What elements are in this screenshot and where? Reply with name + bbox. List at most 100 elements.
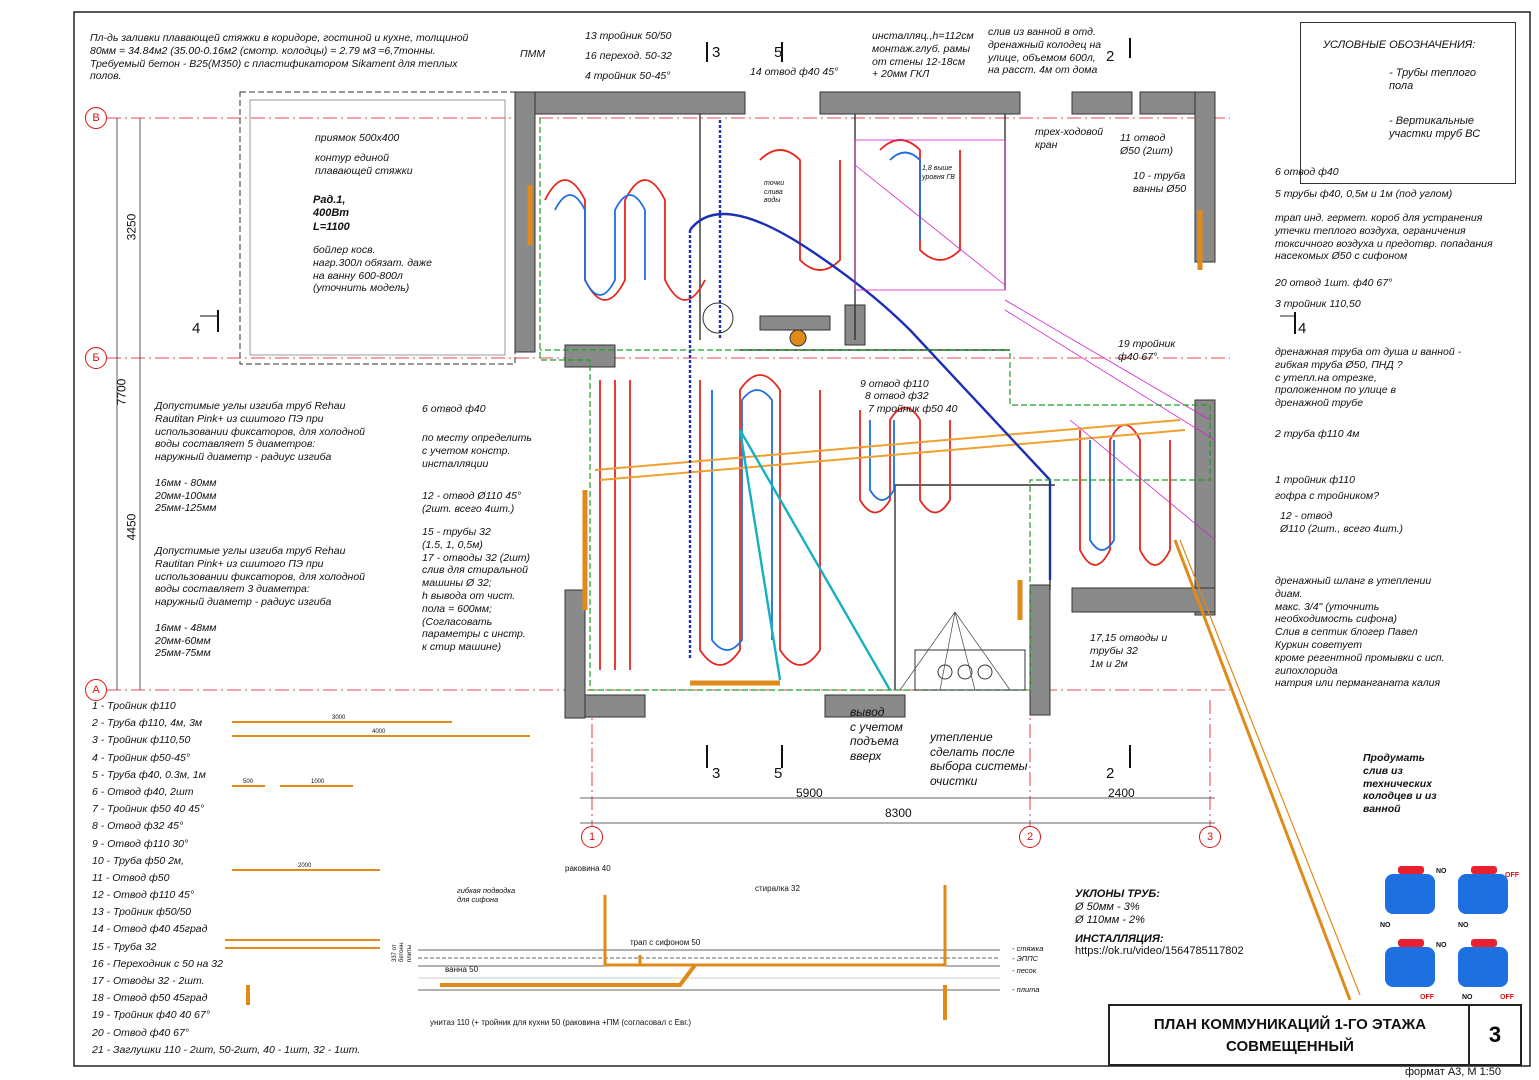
- callout-1: 1 тройник ф110: [1275, 474, 1355, 486]
- parts-list-item: 3 - Тройник ф110,50: [92, 734, 191, 747]
- callout-15: 15 - трубы 32 (1.5, 1, 0,5м) 17 - отводы…: [422, 526, 531, 654]
- callout-2: 2 труба ф110 4м: [1275, 428, 1360, 440]
- cut-2-top: 2: [1106, 48, 1115, 65]
- parts-list-item: 21 - Заглушки 110 - 2шт, 50-2шт, 40 - 1ш…: [92, 1043, 361, 1056]
- cut-5-top: 5: [774, 44, 783, 61]
- callout-19: 19 тройник ф40 67°: [1118, 338, 1176, 363]
- callout-12-left: 12 - отвод Ø110 45° (2шт. всего 4шт.): [422, 490, 522, 515]
- callout-6-left: 6 отвод ф40: [422, 403, 486, 415]
- parts-list-item: 18 - Отвод ф50 45град: [92, 992, 208, 1005]
- layer-slab: - плита: [1012, 985, 1040, 994]
- section-h337: 337 от бетонн. плиты: [392, 941, 413, 962]
- layer-epps: - ЭППС: [1012, 954, 1039, 963]
- callout-9: 9 отвод ф110: [860, 378, 929, 390]
- parts-list-item: 13 - Тройник ф50/50: [92, 906, 192, 919]
- callout-12-right: 12 - отвод Ø110 (2шт., всего 4шт.): [1280, 510, 1404, 535]
- callout-trap: трап инд. гермет. короб для устранения у…: [1275, 212, 1493, 263]
- callout-boiler: бойлер косв. нагр.300л обязат. даже на в…: [313, 244, 432, 295]
- callout-10: 10 - труба ванны Ø50: [1133, 170, 1187, 195]
- section-flex: гибкая подводка для сифона: [457, 886, 516, 905]
- cut-4-right: 4: [1298, 320, 1307, 337]
- callout-7: 7 тройник ф50 40: [868, 403, 958, 415]
- boiler-room-box: [914, 649, 1026, 691]
- valve-handle-icon: [1471, 939, 1497, 947]
- section-trap: трап с сифоном 50: [630, 938, 701, 947]
- screed-contour: [539, 118, 1211, 691]
- dimension-lines: [116, 118, 1215, 824]
- part-dim-p10: 2000: [298, 863, 312, 869]
- label-gv-level: 1,8 выше уровня ГВ: [922, 165, 955, 181]
- bend-note-b: Допустимые углы изгиба труб Rehau Rautit…: [155, 545, 366, 660]
- label-holodilnik: ХОЛ. НИК: [553, 128, 576, 151]
- callout-6-right: 6 отвод ф40: [1275, 166, 1339, 178]
- valve-icon: [1458, 947, 1508, 987]
- terrace-inner: [249, 99, 506, 356]
- parts-list-item: 20 - Отвод ф40 67°: [92, 1026, 189, 1039]
- cut-2-bottom: 2: [1106, 765, 1115, 782]
- parts-list-item: 9 - Отвод ф110 30°: [92, 837, 189, 850]
- grid-col-3: 3: [1199, 826, 1221, 848]
- part-dim-p2a: 3000: [332, 715, 346, 721]
- valve-handle-icon: [1398, 939, 1424, 947]
- valve-off-3: OFF: [1500, 994, 1514, 1001]
- stair: [899, 611, 1011, 691]
- part-dim-p5b: 1000: [311, 779, 325, 785]
- callout-3way-valve: трех-ходовой кран: [1035, 126, 1104, 151]
- valve-off-1: OFF: [1505, 872, 1519, 879]
- grid-row-b: Б: [85, 347, 107, 369]
- legend-pipes-label: - Трубы теплого пола: [1389, 67, 1476, 93]
- callout-17: 17,15 отводы и трубы 32 1м и 2м: [1090, 632, 1168, 670]
- washer-symbol: [702, 302, 734, 334]
- callout-20: 20 отвод 1шт. ф40 67°: [1275, 277, 1393, 289]
- grid-col-2: 2: [1019, 826, 1041, 848]
- callout-output: вывод с учетом подъема вверх: [850, 705, 903, 763]
- slopes-values: Ø 50мм - 3% Ø 110мм - 2%: [1075, 901, 1145, 927]
- bend-note-a: Допустимые углы изгиба труб Rehau Rautit…: [155, 400, 366, 515]
- parts-list-item: 17 - Отводы 32 - 2шт.: [92, 975, 205, 987]
- parts-list-item: 14 - Отвод ф40 45град: [92, 923, 208, 936]
- slopes-heading: УКЛОНЫ ТРУБ:: [1075, 888, 1160, 900]
- dim-3250: 3250: [124, 213, 139, 241]
- valve-icon: [1458, 874, 1508, 914]
- parts-list-item: 1 - Тройник ф110: [92, 700, 176, 712]
- section-washer: стиралка 32: [755, 884, 800, 893]
- parts-list-item: 8 - Отвод ф32 45°: [92, 820, 184, 833]
- callout-5: 5 трубы ф40, 0,5м и 1м (под углом): [1275, 188, 1453, 200]
- cut-3-bottom: 3: [712, 765, 721, 782]
- install-heading: ИНСТАЛЛЯЦИЯ:: [1075, 933, 1164, 945]
- dim-5900: 5900: [796, 786, 823, 800]
- walls: [514, 91, 1216, 719]
- drawing-title: ПЛАН КОММУНИКАЦИЙ 1-ГО ЭТАЖА СОВМЕЩЕННЫЙ: [1153, 1016, 1427, 1055]
- callout-drain-pipe: дренажная труба от душа и ванной - гибка…: [1275, 346, 1462, 410]
- parts-list: 1 - Тройник ф110 2 - Труба ф110, 4м, 3м 3 …: [92, 700, 361, 1061]
- label-drain-points: точки слива воды: [764, 180, 785, 205]
- grid-col-1: 1: [581, 826, 603, 848]
- callout-8: 8 отвод ф32: [865, 390, 929, 402]
- install-link[interactable]: https://ok.ru/video/1564785117802: [1075, 945, 1244, 957]
- dim-8300: 8300: [885, 806, 912, 820]
- layer-screed: - стяжка: [1012, 944, 1044, 953]
- parts-list-item: 6 - Отвод ф40, 2шт: [92, 785, 194, 798]
- dim-2400: 2400: [1108, 786, 1135, 800]
- part-dim-p5a: 500: [243, 779, 254, 785]
- dim-4450: 4450: [124, 513, 139, 541]
- cut-4-left: 4: [192, 320, 201, 337]
- parts-list-item: 5 - Труба ф40, 0.3м, 1м: [92, 768, 206, 781]
- parts-sketches: [225, 721, 530, 949]
- valve-no-4: NO: [1436, 942, 1447, 949]
- callout-hose: дренажный шланг в утеплении диам. макс. …: [1275, 575, 1445, 690]
- valve-icon: [1385, 874, 1435, 914]
- callout-3: 3 тройник 110,50: [1275, 298, 1361, 310]
- valve-no-2: NO: [1380, 922, 1391, 929]
- title-block: ПЛАН КОММУНИКАЦИЙ 1-ГО ЭТАЖА СОВМЕЩЕННЫЙ…: [1108, 1004, 1522, 1066]
- valve-pictograms: NO NO OFF NO NO OFF NO OFF: [1380, 862, 1520, 1004]
- format-scale: формат А3, М 1:50: [1405, 1066, 1502, 1078]
- callout-16: 16 переход. 50-32: [585, 50, 672, 62]
- toilet-outlet: [789, 329, 807, 347]
- drain-pipes: [527, 185, 1361, 1001]
- parts-list-item: 15 - Труба 32: [92, 940, 157, 953]
- grid-axes: [107, 117, 1230, 828]
- parts-list-item: 2 - Труба ф110, 4м, 3м: [92, 717, 203, 730]
- sheet-frame: [73, 11, 1531, 1067]
